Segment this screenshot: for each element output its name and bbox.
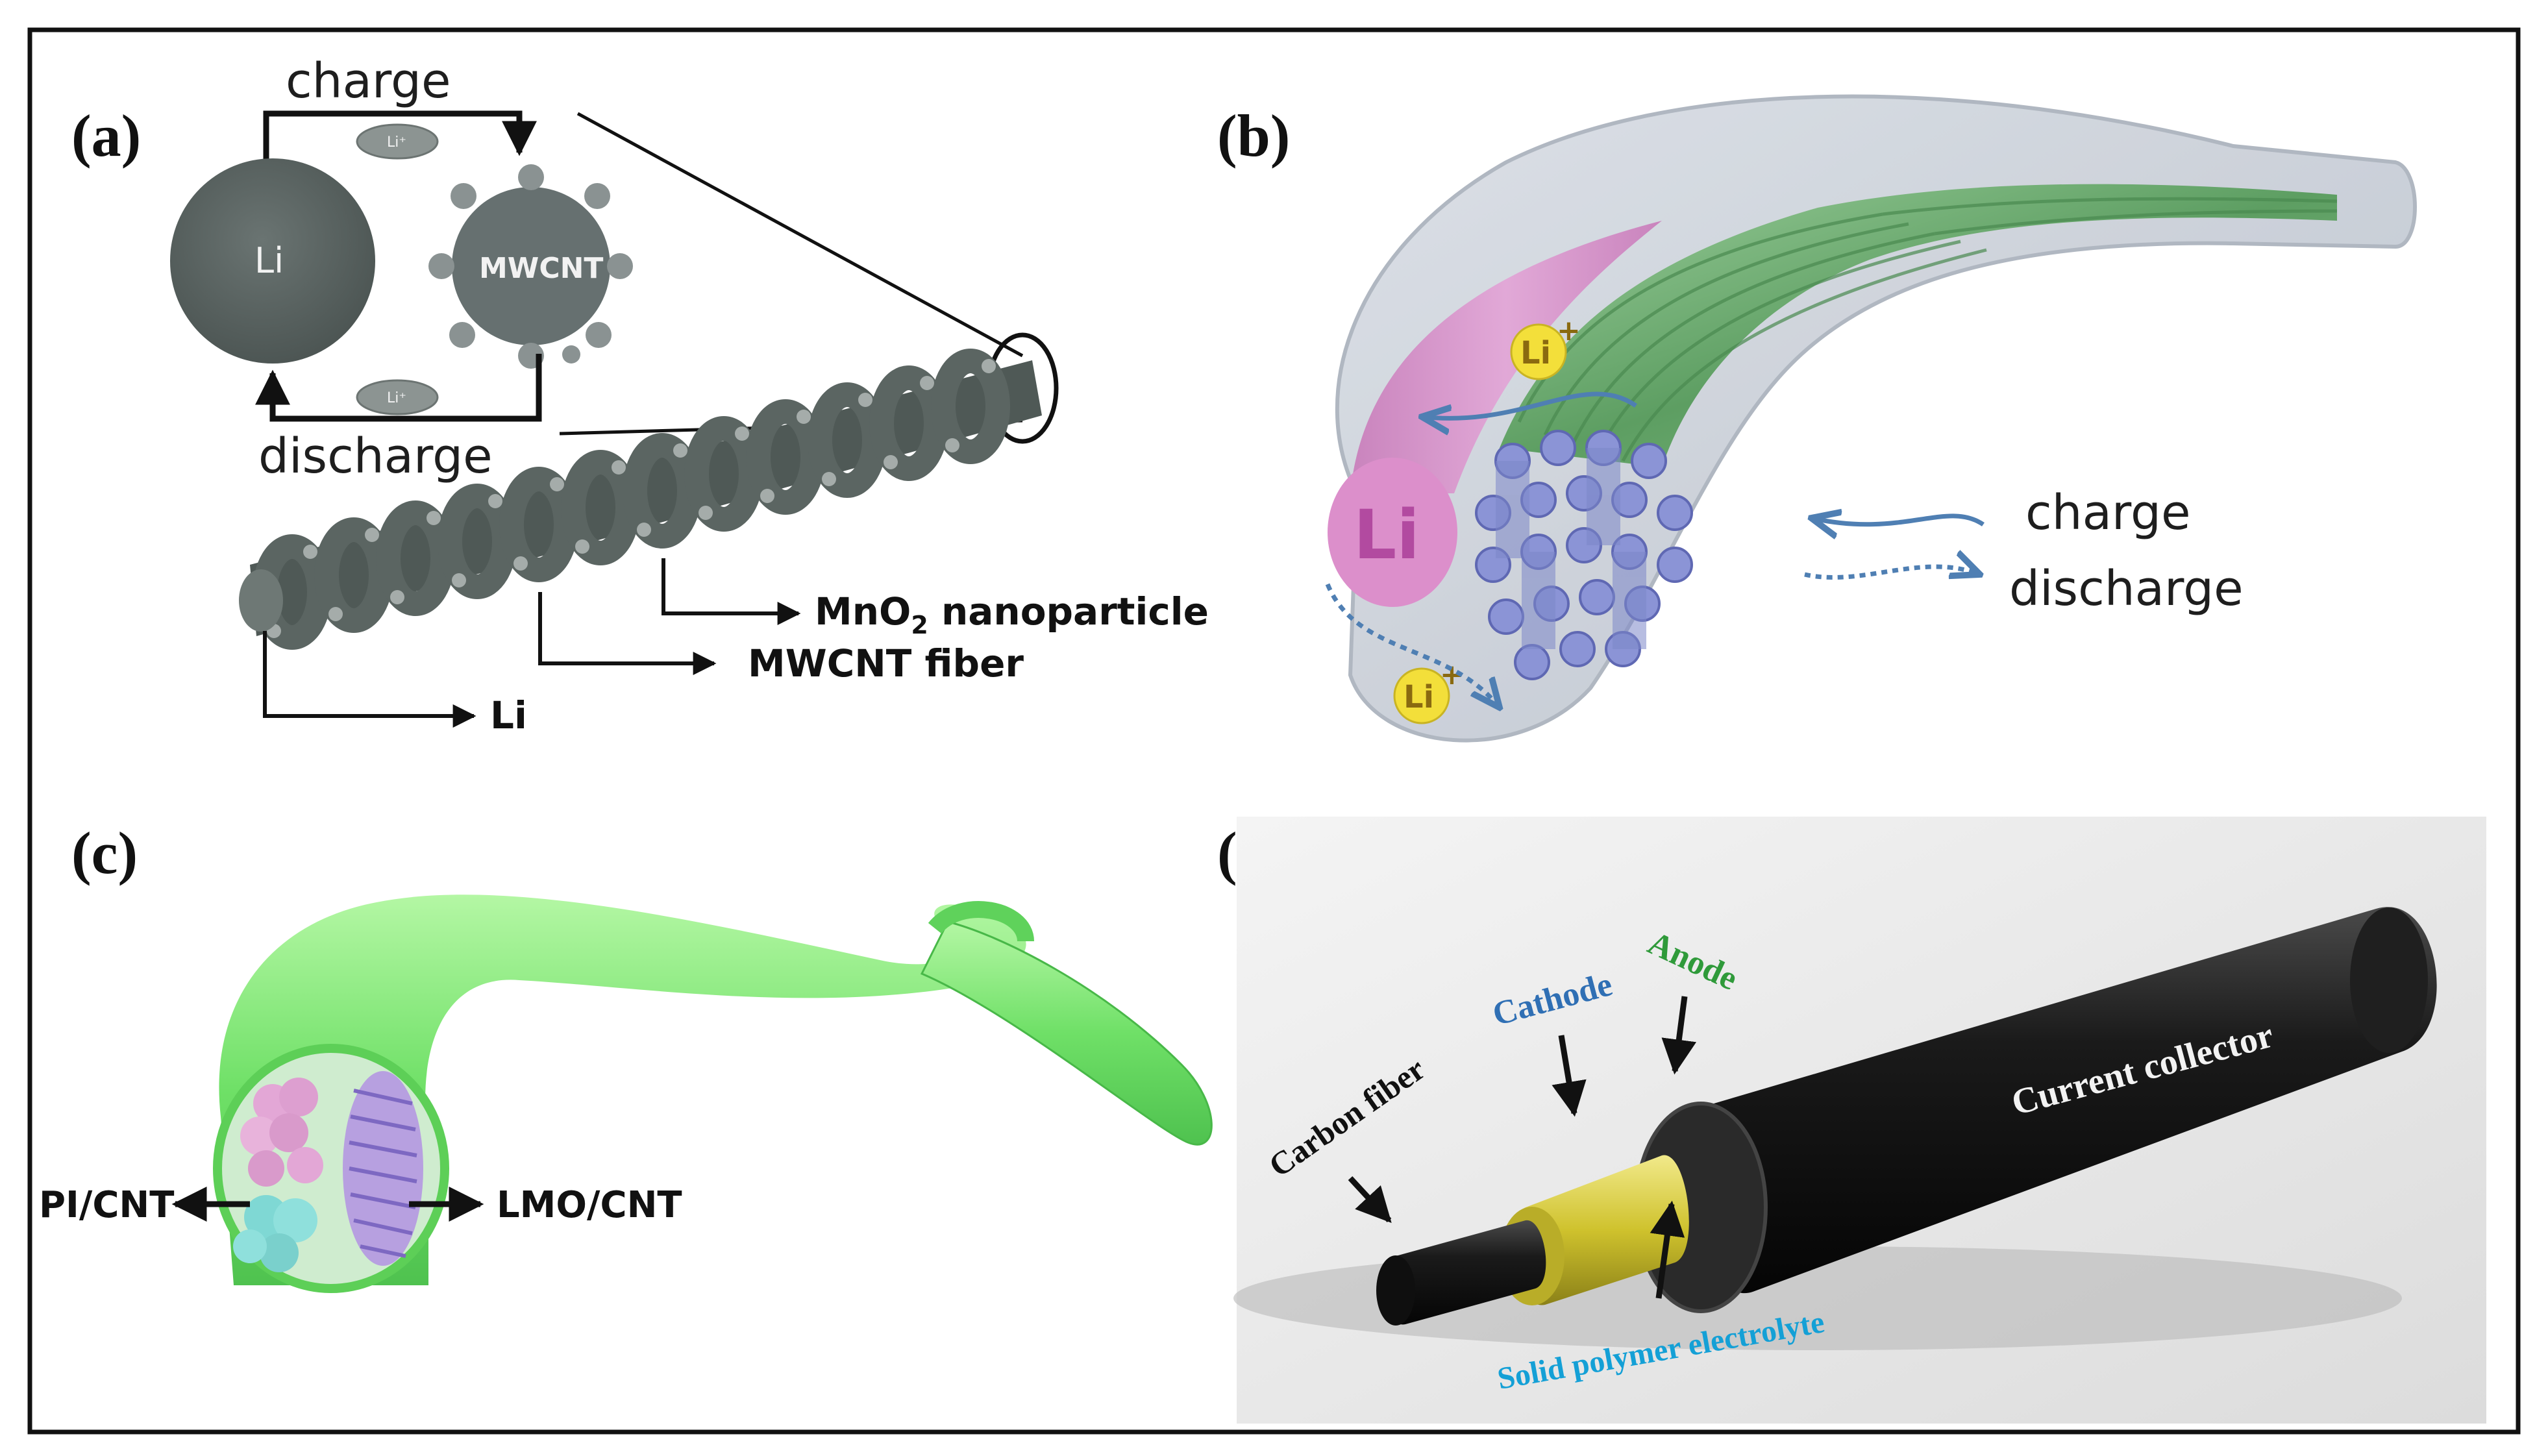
panel-b-label: (b) xyxy=(1217,103,1290,169)
panel-c: (c) PI/CNT LMO/CNT xyxy=(39,820,1213,1293)
li-ion-top xyxy=(1510,323,1567,380)
li-ion-badge-top xyxy=(356,123,439,160)
legend-discharge-arrow xyxy=(1804,567,1980,580)
mno2-leader xyxy=(662,558,801,625)
li-disc-label: Li xyxy=(254,240,284,281)
electrolyte-arrow xyxy=(1650,1200,1685,1299)
carbon-fiber-arrow xyxy=(1348,1176,1392,1223)
li-core-label: Li xyxy=(490,693,527,737)
li-core-leader xyxy=(263,631,476,728)
mwcnt-fiber-leader xyxy=(538,592,717,675)
li-ion-badge-bottom-text: Li⁺ xyxy=(387,390,406,406)
cathode-rod-bodies xyxy=(1496,448,1646,649)
carbon-fiber-core xyxy=(1382,1220,1546,1325)
discharge-label: discharge xyxy=(258,428,493,484)
green-tube-tail xyxy=(920,920,1213,1146)
zoom-line-top xyxy=(576,112,1024,358)
li-core-text: Li xyxy=(1354,495,1420,574)
li-ion-top-text: Li xyxy=(1520,335,1551,371)
li-ion-bottom-text: Li xyxy=(1404,679,1434,715)
charge-flow-arrow xyxy=(1422,391,1637,418)
panel-a: (a) charge Li⁺ Li MWCNT Li⁺ discharge xyxy=(71,53,1209,737)
pi-cnt-bundle xyxy=(233,1078,323,1272)
legend-charge-arrow xyxy=(1811,516,1985,524)
green-fiber-rope xyxy=(1500,184,2337,467)
panel-c-label: (c) xyxy=(71,820,138,886)
panel-d: (d) Current collector Carbon fiber Catho… xyxy=(1217,817,2486,1424)
carbon-fiber-end xyxy=(1376,1255,1415,1326)
mwcnt-disc-label: MWCNT xyxy=(479,252,603,285)
discharge-flow-arrow xyxy=(1325,583,1500,708)
li-ion-badge-top-text: Li⁺ xyxy=(387,134,406,151)
anode-arrow xyxy=(1661,996,1697,1075)
li-disc xyxy=(170,158,375,364)
lmo-cnt-label: LMO/CNT xyxy=(497,1184,682,1226)
mwcnt-spiral-fiber xyxy=(239,349,1042,650)
mwcnt-disc xyxy=(428,164,633,369)
mno2-label: MnO2 nanoparticle xyxy=(815,589,1209,639)
current-collector-end xyxy=(2350,907,2428,1053)
li-ion-badge-bottom xyxy=(356,379,439,415)
charge-path-arrow xyxy=(263,110,537,162)
legend-charge-label: charge xyxy=(2025,485,2191,541)
green-tube-loop xyxy=(928,901,1034,943)
pi-cnt-label: PI/CNT xyxy=(39,1184,175,1226)
discharge-path-arrow xyxy=(255,354,542,422)
li-ion-top-charge: + xyxy=(1557,314,1581,347)
current-collector-tube xyxy=(1687,907,2437,1294)
cathode-arrow xyxy=(1552,1035,1587,1117)
charge-label: charge xyxy=(286,53,451,109)
li-tube-end xyxy=(1328,458,1457,607)
mwcnt-fiber-label: MWCNT fiber xyxy=(748,641,1024,685)
li-ion-bottom xyxy=(1393,667,1450,724)
legend-discharge-label: discharge xyxy=(2009,561,2244,617)
panel-b: (b) Li Li xyxy=(1217,94,2417,743)
panel-a-label: (a) xyxy=(71,103,141,169)
lmo-cnt-bundle xyxy=(343,1071,423,1266)
